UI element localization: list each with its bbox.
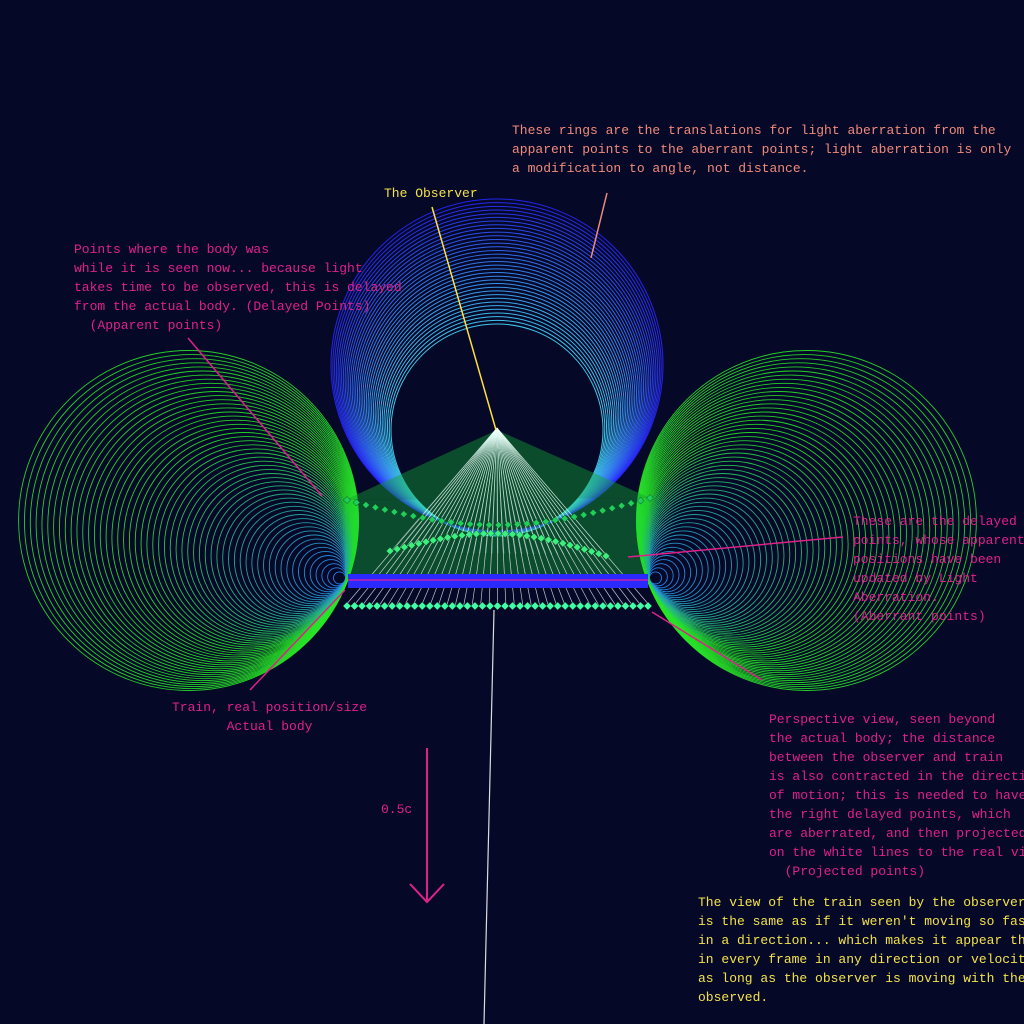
rings-pointer [590, 192, 608, 259]
observer-label: The Observer [384, 186, 478, 201]
apparent-pointer [187, 337, 323, 497]
delayed-points [343, 494, 654, 529]
aberrant-points [385, 529, 611, 561]
rings-note: These rings are the translations for lig… [512, 123, 1012, 176]
observer-pointer [431, 206, 497, 431]
train-pointer [249, 589, 346, 691]
projected-points [342, 601, 653, 611]
projected-points-note: Perspective view, seen beyond the actual… [769, 712, 1024, 879]
train-note: Train, real position/size Actual body [172, 700, 368, 734]
projected-pointer [651, 611, 763, 681]
velocity-arrow [409, 748, 445, 904]
aberration-rings-green [18, 350, 977, 691]
view-note: The view of the train seen by the observ… [698, 895, 1024, 1005]
aberrant-pointer [627, 536, 844, 558]
view-line [483, 609, 495, 1024]
aberrant-points-note: These are the delayed points, whose appa… [853, 514, 1024, 624]
velocity-label: 0.5c [381, 802, 413, 817]
apparent-points-note: Points where the body was while it is se… [74, 242, 402, 333]
